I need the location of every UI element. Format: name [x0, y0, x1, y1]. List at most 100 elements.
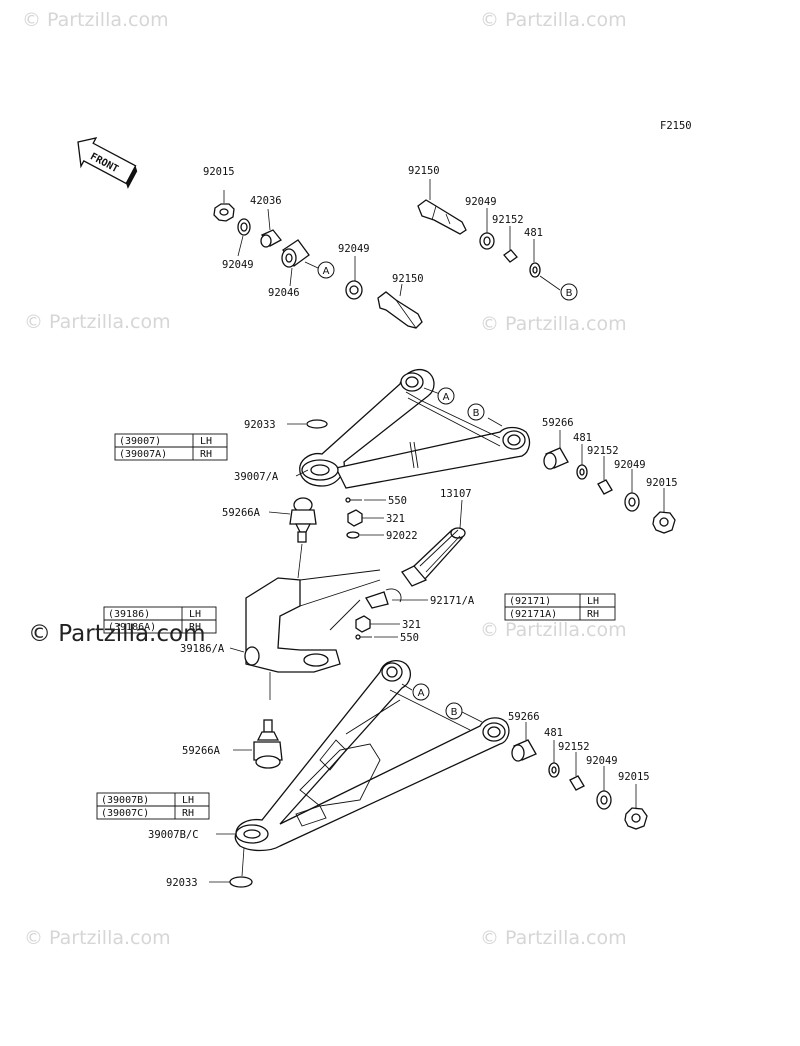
spindle-13107 [401, 499, 466, 587]
callout-a: A [437, 387, 455, 405]
part-labels: 92015 42036 92049 92046 92049 92150 9215… [148, 165, 678, 889]
table-cell: LH [587, 596, 599, 607]
part-number-label: 481 [573, 432, 592, 444]
part-number-label: 321 [402, 619, 421, 631]
table-upper-arm: (39007) LH (39007A) RH [114, 433, 228, 461]
part-number-label: 59266A [182, 745, 221, 757]
castle-nut-321 [347, 509, 363, 527]
table-cell: (39186A) [108, 622, 156, 633]
part-number-label: 39007/A [234, 471, 279, 483]
table-cell: (39007A) [119, 449, 167, 460]
bushing-hardware-right [417, 179, 561, 291]
svg-text:B: B [473, 408, 480, 419]
part-number-label: 92049 [465, 196, 497, 208]
ball-joint-lower [233, 719, 283, 769]
part-number-label: 39186/A [180, 643, 225, 655]
part-number-label: 321 [386, 513, 405, 525]
table-cell: RH [587, 609, 599, 620]
knuckle-39186 [229, 569, 381, 700]
watermark: © Partzilla.com [24, 927, 171, 949]
figure-code: F2150 [660, 120, 692, 132]
bushing-hardware-left [213, 190, 423, 329]
part-number-label: 13107 [440, 488, 472, 500]
watermark: © Partzilla.com [480, 619, 627, 641]
callout-b: B [467, 403, 485, 421]
watermark: © Partzilla.com [480, 9, 627, 31]
cotter-nut-set-lower [355, 615, 400, 640]
bolt-92150 [377, 291, 423, 329]
part-number-label: 39007B/C [148, 829, 199, 841]
part-number-label: 59266 [542, 417, 574, 429]
part-number-label: 92015 [618, 771, 650, 783]
front-arrow-icon: FRONT [77, 137, 138, 189]
callout-b: B [445, 702, 463, 720]
part-number-label: 92171/A [430, 595, 475, 607]
part-number-label: 92152 [587, 445, 619, 457]
upper-arm-bushing-hardware [543, 430, 676, 534]
watermarks: © Partzilla.com © Partzilla.com © Partzi… [22, 9, 627, 949]
part-number-label: 481 [524, 227, 543, 239]
collar-92152 [597, 479, 613, 495]
svg-text:A: A [323, 266, 330, 277]
table-knuckle: (39186) LH (39186A) RH [103, 606, 217, 634]
cotter-nut-set-upper [345, 497, 386, 539]
collar-92152 [569, 775, 585, 791]
part-number-label: 92015 [203, 166, 235, 178]
svg-text:A: A [443, 392, 450, 403]
table-cell: (92171A) [509, 609, 557, 620]
table-cell: LH [182, 795, 194, 806]
part-number-label: 92152 [492, 214, 524, 226]
callout-b: B [560, 283, 578, 301]
table-cell: LH [189, 609, 201, 620]
part-number-label: 550 [400, 632, 419, 644]
part-number-label: 92033 [166, 877, 198, 889]
table-cell: (92171) [509, 596, 551, 607]
svg-text:B: B [566, 288, 573, 299]
part-number-label: 92049 [586, 755, 618, 767]
watermark: © Partzilla.com [480, 313, 627, 335]
part-number-label: 92046 [268, 287, 300, 299]
lower-arm-bushing-hardware [511, 722, 648, 830]
table-cell: RH [200, 449, 212, 460]
part-number-label: 92150 [408, 165, 440, 177]
svg-text:B: B [451, 707, 458, 718]
part-number-label: 92015 [646, 477, 678, 489]
part-number-label: 92150 [392, 273, 424, 285]
part-number-label: 92152 [558, 741, 590, 753]
castle-nut-321 [355, 615, 371, 633]
part-number-label: 550 [388, 495, 407, 507]
lower-a-arm [234, 660, 510, 852]
table-cell: LH [200, 436, 212, 447]
table-cell: (39007) [119, 436, 161, 447]
part-number-label: 92049 [222, 259, 254, 271]
snap-ring-92033 [306, 419, 328, 429]
watermark: © Partzilla.com [22, 9, 169, 31]
bolt-92150 [417, 199, 467, 235]
snap-ring-92033 [229, 876, 253, 888]
watermark-overlay: © Partzilla.com [28, 621, 206, 647]
svg-text:A: A [418, 688, 425, 699]
table-cell: (39186) [108, 609, 150, 620]
retainer-92171 [365, 588, 428, 609]
part-number-label: 59266A [222, 507, 261, 519]
table-cell: (39007C) [101, 808, 149, 819]
table-retainer: (92171) LH (92171A) RH [504, 593, 616, 621]
part-number-label: 92022 [386, 530, 418, 542]
table-cell: RH [182, 808, 194, 819]
watermark: © Partzilla.com [480, 927, 627, 949]
table-cell: RH [189, 622, 201, 633]
part-number-label: 59266 [508, 711, 540, 723]
upper-a-arm [299, 369, 531, 489]
table-cell: (39007B) [101, 795, 149, 806]
ball-joint-upper [268, 497, 317, 579]
callout-a: A [412, 683, 430, 701]
part-number-label: 481 [544, 727, 563, 739]
washer-92022 [346, 531, 360, 539]
part-number-label: 92049 [338, 243, 370, 255]
table-lower-arm: (39007B) LH (39007C) RH [96, 792, 210, 820]
part-number-label: 42036 [250, 195, 282, 207]
callout-a: A [317, 261, 335, 279]
collar-92152 [503, 249, 518, 263]
watermark: © Partzilla.com [24, 311, 171, 333]
